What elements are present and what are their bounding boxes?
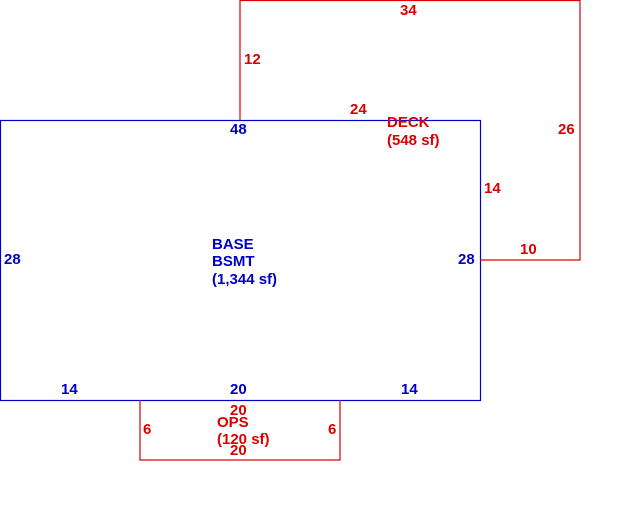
deck-outline: [239, 0, 581, 261]
ops-top-dimension: 20: [230, 402, 247, 419]
deck-area-label: (548 sf): [387, 132, 440, 149]
ops-outline: [139, 400, 341, 461]
base-area-label: (1,344 sf): [212, 271, 277, 288]
deck-right-dimension: 26: [558, 121, 575, 138]
base-bottom-left-dimension: 14: [61, 381, 78, 398]
ops-area-label: (120 sf): [217, 431, 270, 448]
ops-bottom-dimension: 20: [230, 442, 247, 459]
deck-top-dimension: 34: [400, 2, 417, 19]
deck-inner-vertical-dimension: 14: [484, 180, 501, 197]
base-right-dimension: 28: [458, 251, 475, 268]
ops-left-dimension: 6: [143, 421, 151, 438]
ops-right-dimension: 6: [328, 421, 336, 438]
deck-inner-horizontal-dimension: 10: [520, 241, 537, 258]
base-label-line2: BSMT: [212, 253, 255, 270]
base-top-dimension: 48: [230, 121, 247, 138]
deck-bottom-dimension: 24: [350, 101, 367, 118]
deck-left-dimension: 12: [244, 51, 261, 68]
base-label-line1: BASE: [212, 236, 254, 253]
base-bottom-right-dimension: 14: [401, 381, 418, 398]
deck-label: DECK: [387, 114, 430, 131]
ops-label: OPS: [217, 414, 249, 431]
base-bottom-mid-dimension: 20: [230, 381, 247, 398]
base-left-dimension: 28: [4, 251, 21, 268]
